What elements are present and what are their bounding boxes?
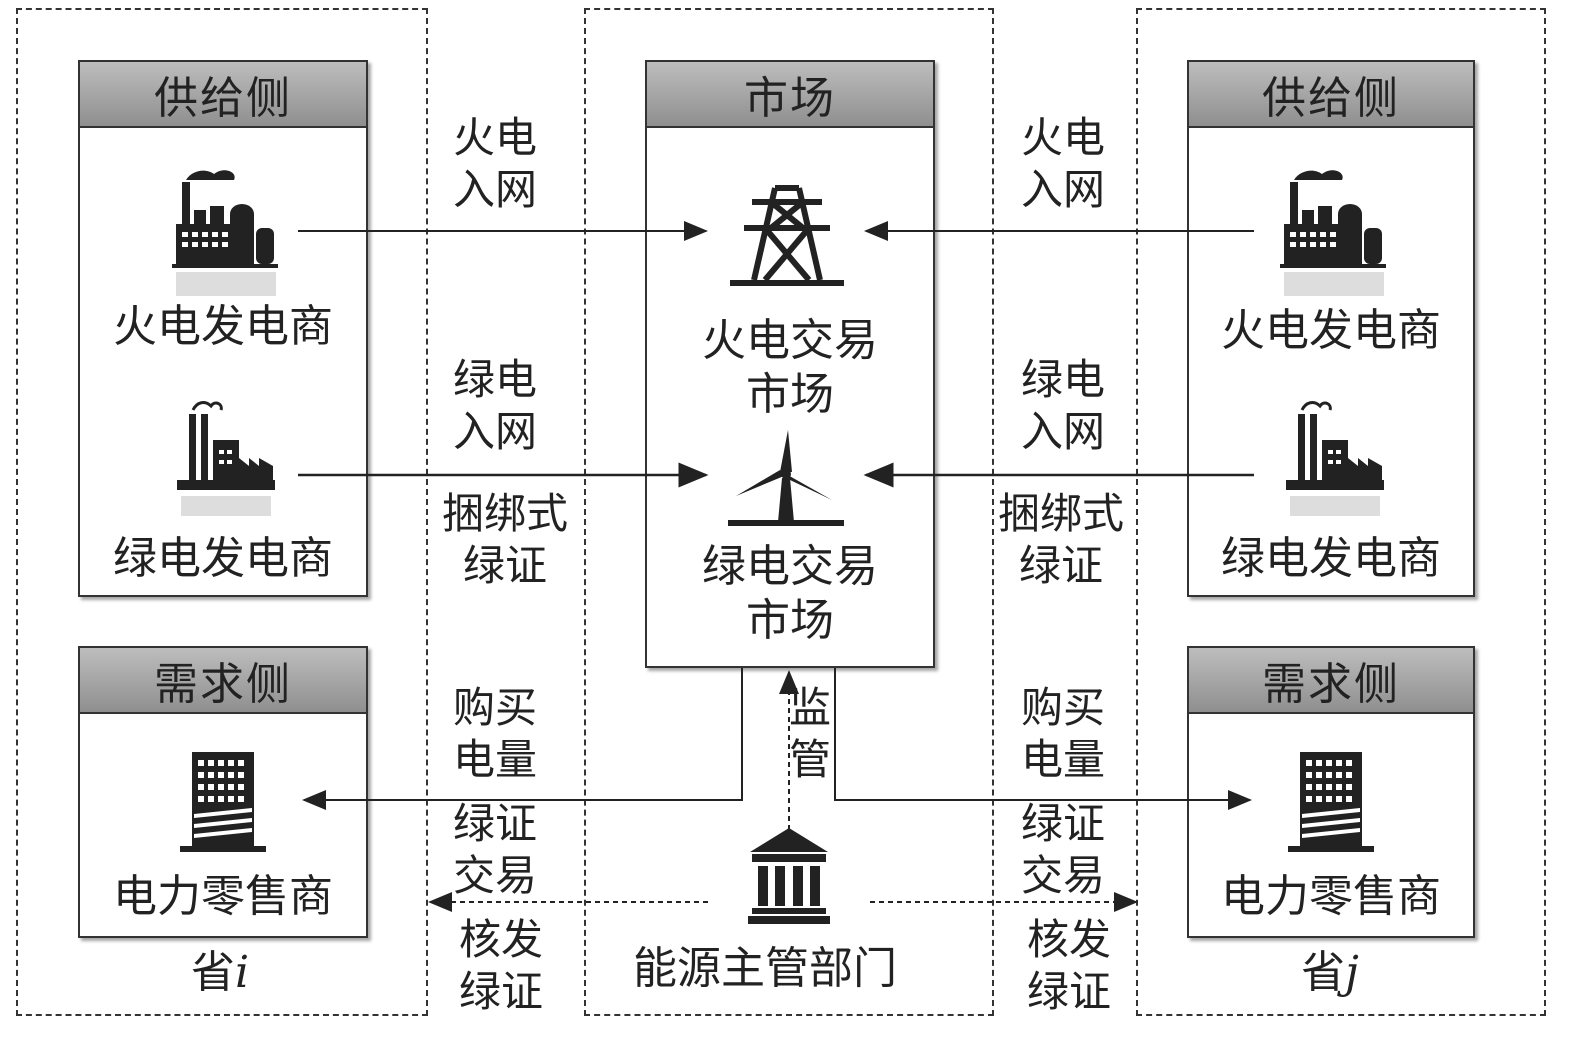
retailer-label-left: 电力零售商	[113, 871, 333, 922]
edge-label-issue-cert-right: 核发绿证	[1026, 915, 1111, 1016]
supply-title-right: 供给侧	[1189, 62, 1473, 128]
supply-title-left: 供给侧	[80, 62, 366, 128]
edge-label-cert-trade-left: 绿证交易	[452, 799, 537, 900]
government-building-icon	[748, 828, 830, 924]
province-j-label: 省j	[1301, 947, 1359, 998]
green-generator-label-right: 绿电发电商	[1221, 533, 1441, 584]
edge-label-green-grid-right: 绿电入网	[1020, 355, 1105, 456]
edge-label-bundled-cert-right: 捆绑式绿证	[997, 489, 1124, 590]
edge-label-bundled-cert-left: 捆绑式绿证	[441, 489, 568, 590]
edge-retail-left	[302, 668, 743, 810]
supervise-label: 监管	[788, 683, 831, 784]
edge-label-buy-power-left: 购买电量	[452, 683, 537, 784]
edge-retail-right	[834, 668, 1252, 810]
thermal-generator-label-right: 火电发电商	[1221, 305, 1441, 356]
office-building-icon	[180, 752, 266, 852]
supply-panel-left: 供给侧	[78, 60, 368, 597]
thermal-market-label: 火电交易市场	[702, 315, 878, 420]
edge-label-green-grid-left: 绿电入网	[452, 355, 537, 456]
green-generator-label-left: 绿电发电商	[113, 533, 333, 584]
edge-label-cert-trade-right: 绿证交易	[1020, 799, 1105, 900]
province-j-region	[1136, 8, 1546, 1016]
thermal-plant-icon	[1280, 170, 1386, 296]
transmission-tower-icon	[730, 185, 844, 286]
green-plant-icon	[1286, 401, 1384, 516]
province-i-region	[16, 8, 428, 1016]
edge-label-thermal-grid-right: 火电入网	[1020, 113, 1105, 214]
edge-label-buy-power-right: 购买电量	[1020, 683, 1105, 784]
retailer-label-right: 电力零售商	[1221, 871, 1441, 922]
thermal-plant-icon	[172, 170, 278, 296]
demand-title-left: 需求侧	[80, 648, 366, 714]
demand-title-right: 需求侧	[1189, 648, 1473, 714]
province-i-label: 省i	[190, 947, 250, 998]
thermal-generator-label-left: 火电发电商	[113, 301, 333, 352]
wind-turbine-icon	[728, 430, 844, 526]
market-region	[584, 8, 994, 1016]
office-building-icon	[1288, 752, 1374, 852]
market-panel: 市场	[645, 60, 935, 668]
market-title: 市场	[647, 62, 933, 128]
green-market-label: 绿电交易市场	[702, 541, 878, 646]
edge-label-issue-cert-left: 核发绿证	[458, 915, 543, 1016]
edge-label-thermal-grid-left: 火电入网	[452, 113, 537, 214]
regulator-label: 能源主管部门	[633, 943, 897, 994]
green-plant-icon	[177, 401, 275, 516]
